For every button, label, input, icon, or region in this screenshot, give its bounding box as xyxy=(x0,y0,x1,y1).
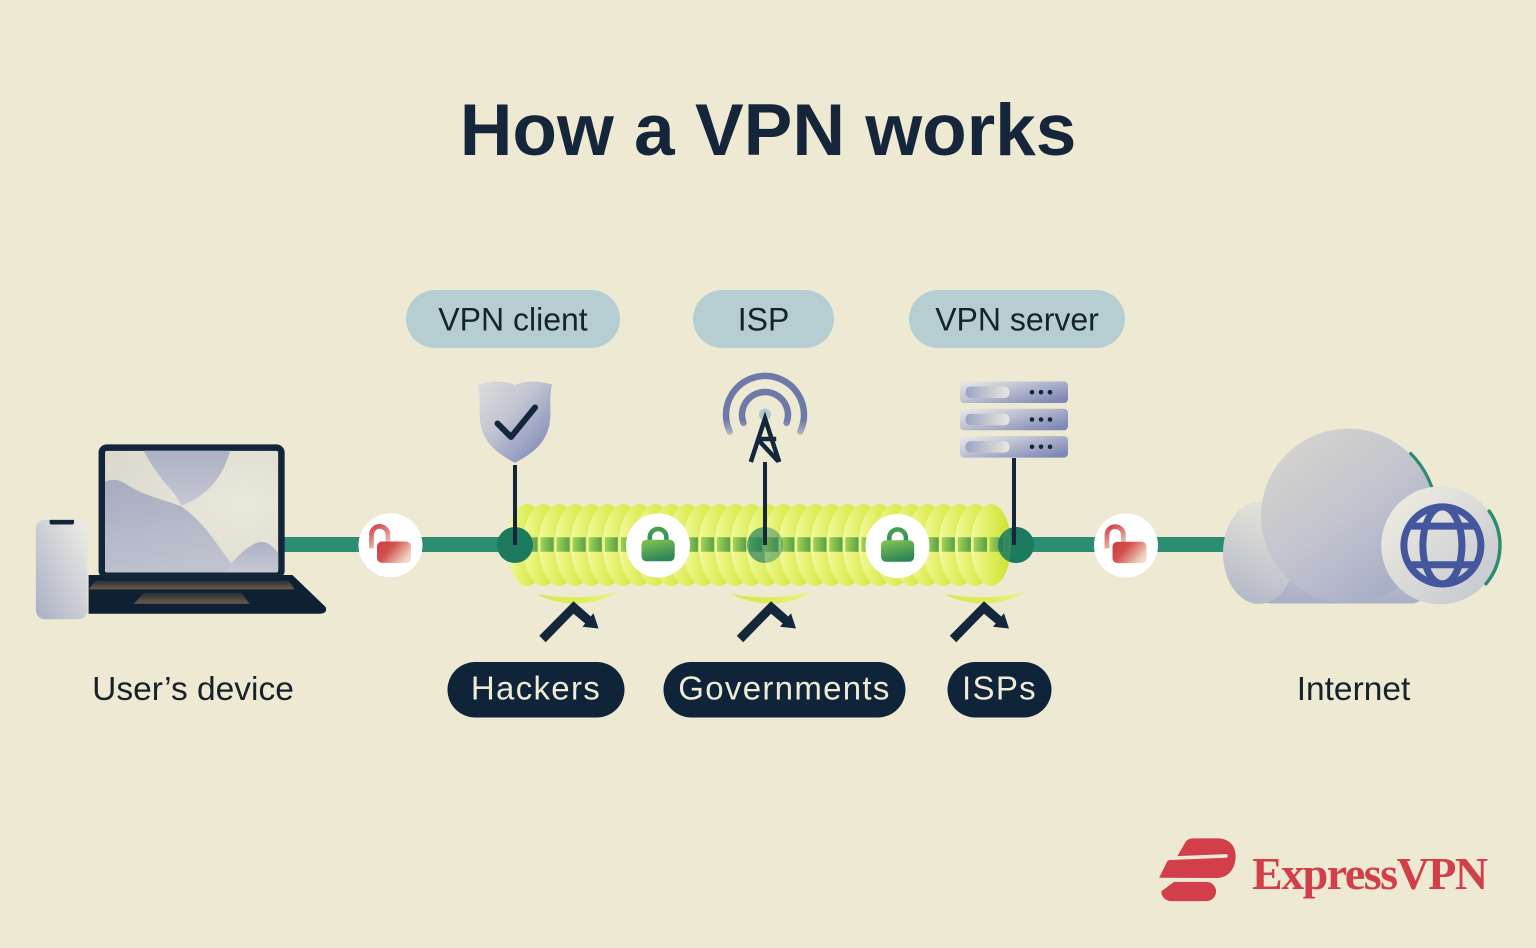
svg-text:ISPs: ISPs xyxy=(962,670,1037,707)
svg-text:How a VPN works: How a VPN works xyxy=(460,90,1077,171)
svg-text:Governments: Governments xyxy=(678,670,890,707)
svg-text:Internet: Internet xyxy=(1297,671,1411,708)
svg-text:VPN server: VPN server xyxy=(935,302,1099,338)
svg-text:User’s device: User’s device xyxy=(92,671,294,708)
svg-text:ISP: ISP xyxy=(738,302,790,338)
svg-text:ExpressVPN: ExpressVPN xyxy=(1252,848,1488,899)
svg-text:VPN client: VPN client xyxy=(438,302,588,338)
svg-text:Hackers: Hackers xyxy=(471,670,601,707)
